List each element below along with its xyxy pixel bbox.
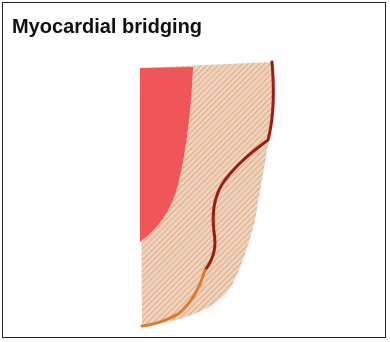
- myocardial-bridging-illustration: [0, 0, 390, 342]
